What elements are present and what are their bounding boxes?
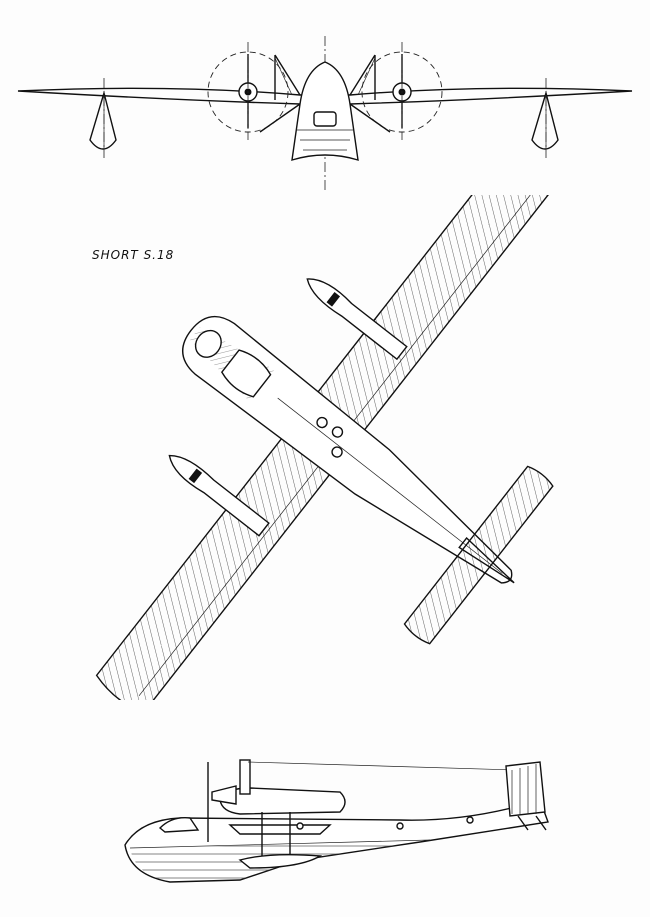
tailplane xyxy=(403,465,554,645)
wing-section xyxy=(219,787,346,815)
plan-view xyxy=(95,195,554,700)
cockpit-side xyxy=(158,817,200,833)
front-elevation-view xyxy=(17,36,633,190)
nose-turret xyxy=(194,329,222,358)
mast xyxy=(239,759,251,795)
tail-struts xyxy=(517,815,547,831)
tail-fin xyxy=(505,761,546,817)
drawing-caption: SHORT S.18 xyxy=(92,248,175,262)
wing xyxy=(17,87,633,105)
side-elevation-view xyxy=(124,759,549,883)
wing-struts xyxy=(274,54,376,100)
antenna-wire xyxy=(247,761,516,771)
hull-front xyxy=(291,61,359,161)
cockpit xyxy=(220,349,272,398)
float-side xyxy=(238,853,323,869)
float-struts xyxy=(261,812,291,860)
float-left xyxy=(89,90,117,150)
engine-side xyxy=(211,785,237,805)
float-right xyxy=(531,90,559,150)
fin-top xyxy=(458,536,515,584)
cockpit-front xyxy=(313,111,337,127)
sponson xyxy=(228,824,332,835)
